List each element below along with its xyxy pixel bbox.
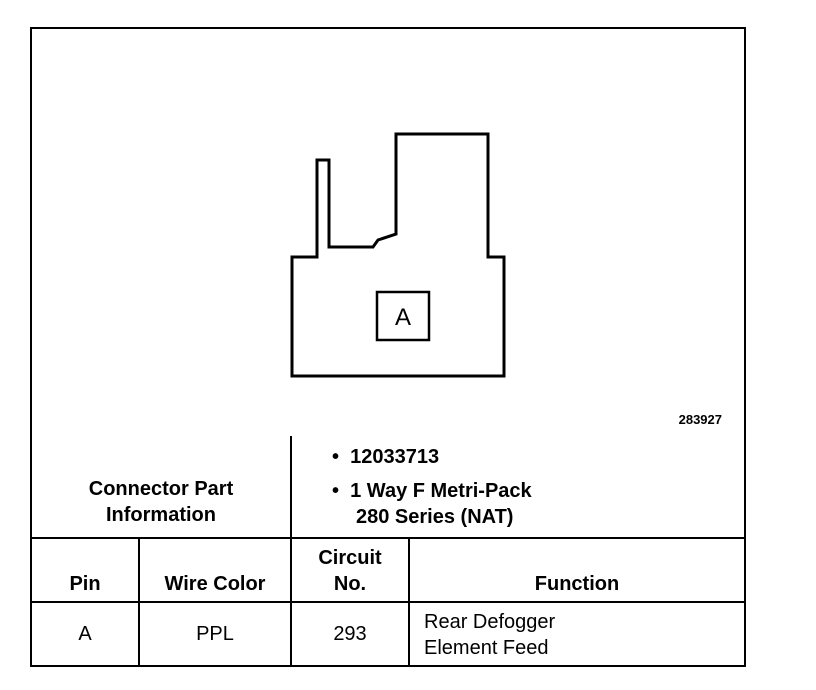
cell-pin: A xyxy=(32,601,140,666)
connector-diagram-frame: A 283927 Connector Part Information • 12… xyxy=(30,27,746,667)
pin-a-box xyxy=(375,290,431,342)
connector-part-details: • 12033713 • 1 Way F Metri-Pack 280 Seri… xyxy=(289,436,745,539)
connector-part-label: Connector Part Information xyxy=(32,436,292,539)
header-circuit: Circuit No. xyxy=(290,537,410,603)
connector-info-table: Connector Part Information • 12033713 • … xyxy=(32,436,745,666)
table-row: A PPL 293 Rear Defogger Element Feed xyxy=(32,601,745,666)
header-wire-color: Wire Color xyxy=(138,537,292,603)
cell-circuit: 293 xyxy=(290,601,410,666)
part-number: • 12033713 xyxy=(332,445,440,468)
header-pin: Pin xyxy=(32,537,140,603)
header-row: Pin Wire Color Circuit No. Function xyxy=(32,537,745,603)
cell-function: Rear Defogger Element Feed xyxy=(407,601,745,666)
cell-wire-color: PPL xyxy=(138,601,292,666)
header-function: Function xyxy=(407,537,745,603)
connector-outline xyxy=(290,132,506,378)
connector-part-row: Connector Part Information • 12033713 • … xyxy=(32,436,745,539)
part-description: • 1 Way F Metri-Pack xyxy=(332,479,532,502)
connector-drawing: A xyxy=(290,132,506,378)
pin-a-label: A xyxy=(395,304,411,331)
figure-id: 283927 xyxy=(678,412,722,427)
